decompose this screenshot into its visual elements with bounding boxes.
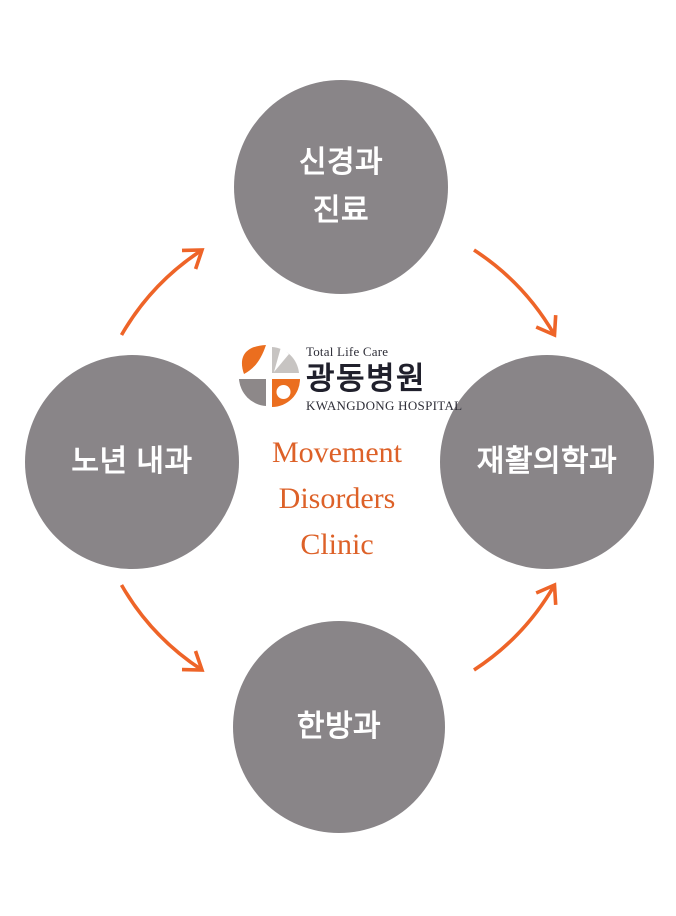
logo-leaf-quadrant xyxy=(241,345,266,374)
node-rehabilitation-circle: 재활의학과 xyxy=(440,355,654,569)
node-geriatric-medicine-label: 노년 내과 xyxy=(71,445,193,478)
arrow-top-to-right xyxy=(473,248,558,338)
node-rehabilitation-label: 재활의학과 xyxy=(476,445,618,478)
logo-gray-quadrant xyxy=(239,379,266,406)
node-korean-medicine-circle: 한방과 xyxy=(233,621,445,833)
node-geriatric-medicine-circle: 노년 내과 xyxy=(25,355,239,569)
logo-dot xyxy=(276,385,291,399)
logo-clock-quadrant xyxy=(272,347,299,373)
arrow-left-to-bottom xyxy=(119,584,205,672)
logo-hospital-name-korean: 광동병원 xyxy=(306,361,427,396)
node-neurology-label-line1: 신경과 xyxy=(298,146,384,179)
clinic-title-line3: Clinic xyxy=(300,528,374,561)
logo-tagline: Total Life Care xyxy=(306,344,389,359)
logo-hospital-name-english: KWANGDONG HOSPITAL xyxy=(306,398,463,413)
node-neurology-circle: 신경과 진료 xyxy=(234,80,448,294)
logo-text-block: Total Life Care 광동병원 KWANGDONG HOSPITAL xyxy=(306,343,462,413)
clinic-title-line2: Disorders xyxy=(278,482,396,515)
kwangdong-logo-mark-icon xyxy=(239,345,300,407)
arrow-bottom-to-right xyxy=(473,582,558,672)
node-korean-medicine-label: 한방과 xyxy=(296,710,382,743)
logo-clock-hands xyxy=(274,347,289,372)
arrow-left-to-top xyxy=(119,248,205,336)
node-neurology-label-line2: 진료 xyxy=(312,194,370,227)
clinic-title-line1: Movement xyxy=(272,436,402,469)
kwangdong-hospital-logo: Total Life Care 광동병원 KWANGDONG HOSPITAL xyxy=(237,343,462,413)
clinic-title: Movement Disorders Clinic xyxy=(187,430,487,568)
node-neurology-label: 신경과 진료 xyxy=(299,139,383,235)
